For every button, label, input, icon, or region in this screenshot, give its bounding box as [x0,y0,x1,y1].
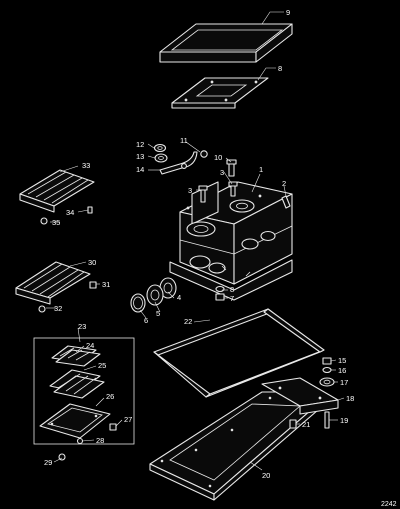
part-20-bolt [324,411,330,429]
callout-35: 34 [66,208,74,217]
callout-8: 8 [230,285,234,294]
callout-16: 15 [338,356,346,365]
part-6-ring [130,293,146,313]
callout-11: 10 [214,153,222,162]
part-19-bracket [261,377,339,415]
part-18-grommet [319,377,335,387]
part-4-seal [159,277,177,299]
part-23-gasket [153,308,325,398]
part-3-screw-b [198,185,208,203]
part-15-fitting [159,151,198,175]
callout-1: 1 [259,165,263,174]
callout-6: 6 [144,316,148,325]
callout-14: 13 [136,152,144,161]
part-8-washer [215,285,225,293]
callout-10: 9 [286,8,290,17]
part-9-cover-plate [171,77,269,109]
callout-32: 31 [102,280,110,289]
callout-27: 26 [106,392,114,401]
callout-19: 18 [346,394,354,403]
callout-3b: 3 [188,186,192,195]
callout-26: 25 [98,361,106,370]
callout-12: 11 [180,136,188,145]
part-28-clip [109,423,117,431]
callout-31: 30 [88,258,96,267]
part-17-washer [322,366,332,374]
part-16-cap [322,357,332,365]
callout-24: 23 [78,322,86,331]
part-12-ring [200,150,208,158]
figure-reference-number: 2242 [381,501,397,508]
part-11-bolt [226,159,237,177]
callout-18: 17 [340,378,348,387]
part-33-screw [38,305,46,313]
callout-13: 12 [136,140,144,149]
part-31-rack [15,261,91,305]
part-5-bearing [146,284,164,306]
part-2-pin [281,195,291,209]
callout-29: 28 [96,436,104,445]
callout-3a: 3 [220,168,224,177]
callout-4: 4 [177,293,181,302]
callout-30: 29 [44,458,52,467]
callout-5: 5 [156,309,160,318]
part-35-clip [87,206,93,214]
callout-33: 32 [54,304,62,313]
part-34-rack [19,169,95,213]
callout-2: 2 [282,179,286,188]
part-3-screw-a [228,181,238,197]
callout-36: 35 [52,218,60,227]
part-24-kit-box [33,337,135,445]
part-36-screw [40,217,48,225]
callout-28: 27 [124,415,132,424]
callout-17: 16 [338,366,346,375]
callout-15: 14 [136,165,144,174]
callout-labels: 9 8 1 2 3 3 10 11 12 13 14 33 34 35 30 3… [44,8,354,480]
callout-25: 24 [86,341,94,350]
part-7-nut [215,293,225,301]
part-32-clip [89,281,97,289]
part-10-top-gasket [159,23,293,63]
callout-7: 7 [230,294,234,303]
callout-21: 20 [262,471,270,480]
callout-34: 33 [82,161,90,170]
part-14-washer [154,153,168,163]
part-1-housing [169,181,293,301]
part-13-washer [153,143,167,153]
callout-23: 22 [184,317,192,326]
part-22-screw [289,419,297,429]
part-21-base-plate [149,391,323,501]
part-29-screw [76,437,84,445]
callout-22: 21 [302,420,310,429]
callout-20: 19 [340,416,348,425]
callout-9: 8 [278,64,282,73]
leader-lines [46,11,345,471]
